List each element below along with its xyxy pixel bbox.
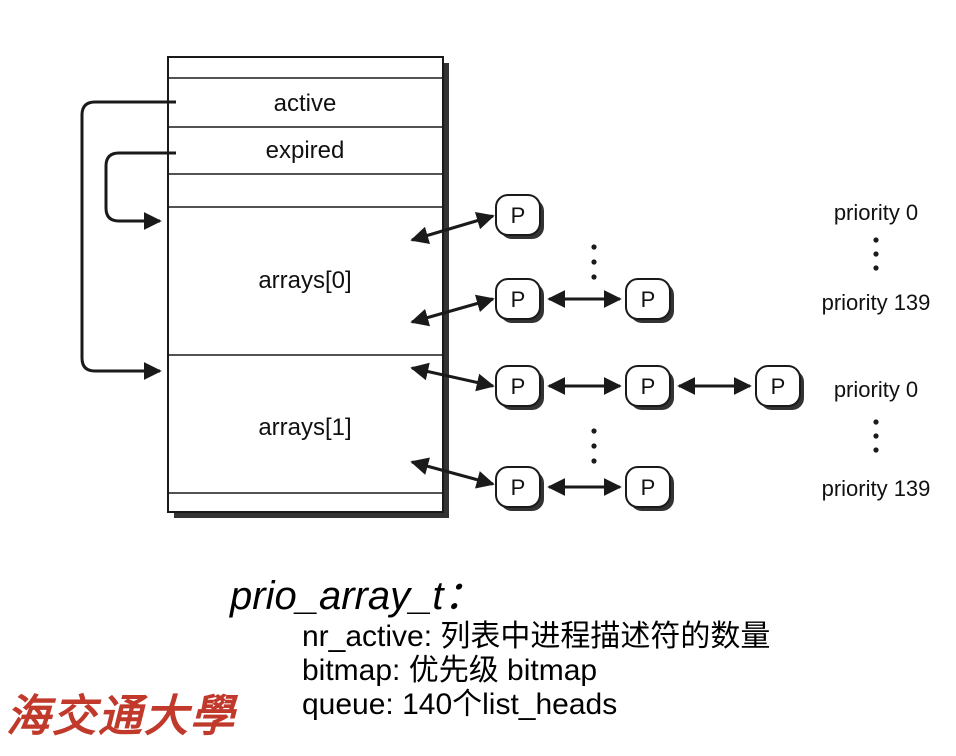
- process-node-label: P: [641, 475, 656, 500]
- ellipsis-dots: [873, 237, 879, 271]
- priority-start-label: priority 0: [834, 200, 918, 225]
- description-line-bitmap: bitmap: 优先级 bitmap: [302, 654, 598, 687]
- process-node: P: [495, 278, 544, 323]
- queue-link-arrow: [410, 362, 495, 392]
- process-node: P: [625, 466, 674, 511]
- ellipsis-dots: [591, 428, 597, 464]
- queue-link-arrow: [410, 211, 495, 245]
- field-active-label: active: [274, 90, 337, 117]
- process-node-label: P: [511, 374, 526, 399]
- expired-pointer-arrow: [104, 151, 176, 230]
- field-arrays1-label: arrays[1]: [258, 414, 351, 441]
- process-node: P: [495, 365, 544, 410]
- university-logo-text: 海交通大學: [6, 691, 236, 742]
- priority-start-label: priority 0: [834, 377, 918, 402]
- process-node: P: [625, 365, 674, 410]
- active-pointer-arrow: [80, 100, 176, 380]
- process-node-label: P: [771, 374, 786, 399]
- queue-link-arrow: [410, 294, 495, 327]
- process-node: P: [495, 194, 544, 239]
- description-title: prio_array_t：: [230, 574, 484, 618]
- description-line-queue: queue: 140个list_heads: [302, 688, 618, 721]
- ellipsis-dots: [873, 419, 879, 453]
- queue-link-arrow: [410, 457, 495, 489]
- priority-end-label: priority 139: [822, 476, 931, 501]
- process-node-label: P: [511, 287, 526, 312]
- process-node-label: P: [511, 475, 526, 500]
- ellipsis-dots: [591, 244, 597, 280]
- process-node-label: P: [511, 203, 526, 228]
- prio-array-description: prio_array_t： nr_active: 列表中进程描述符的数量 bit…: [230, 572, 770, 722]
- process-node: P: [755, 365, 804, 410]
- process-node: P: [495, 466, 544, 511]
- process-node-label: P: [641, 287, 656, 312]
- struct-box: [167, 56, 444, 513]
- description-line-nr-active: nr_active: 列表中进程描述符的数量: [302, 620, 771, 653]
- priority-end-label: priority 139: [822, 290, 931, 315]
- field-arrays0-label: arrays[0]: [258, 267, 351, 294]
- field-expired-label: expired: [266, 137, 345, 164]
- process-node: P: [625, 278, 674, 323]
- process-node-label: P: [641, 374, 656, 399]
